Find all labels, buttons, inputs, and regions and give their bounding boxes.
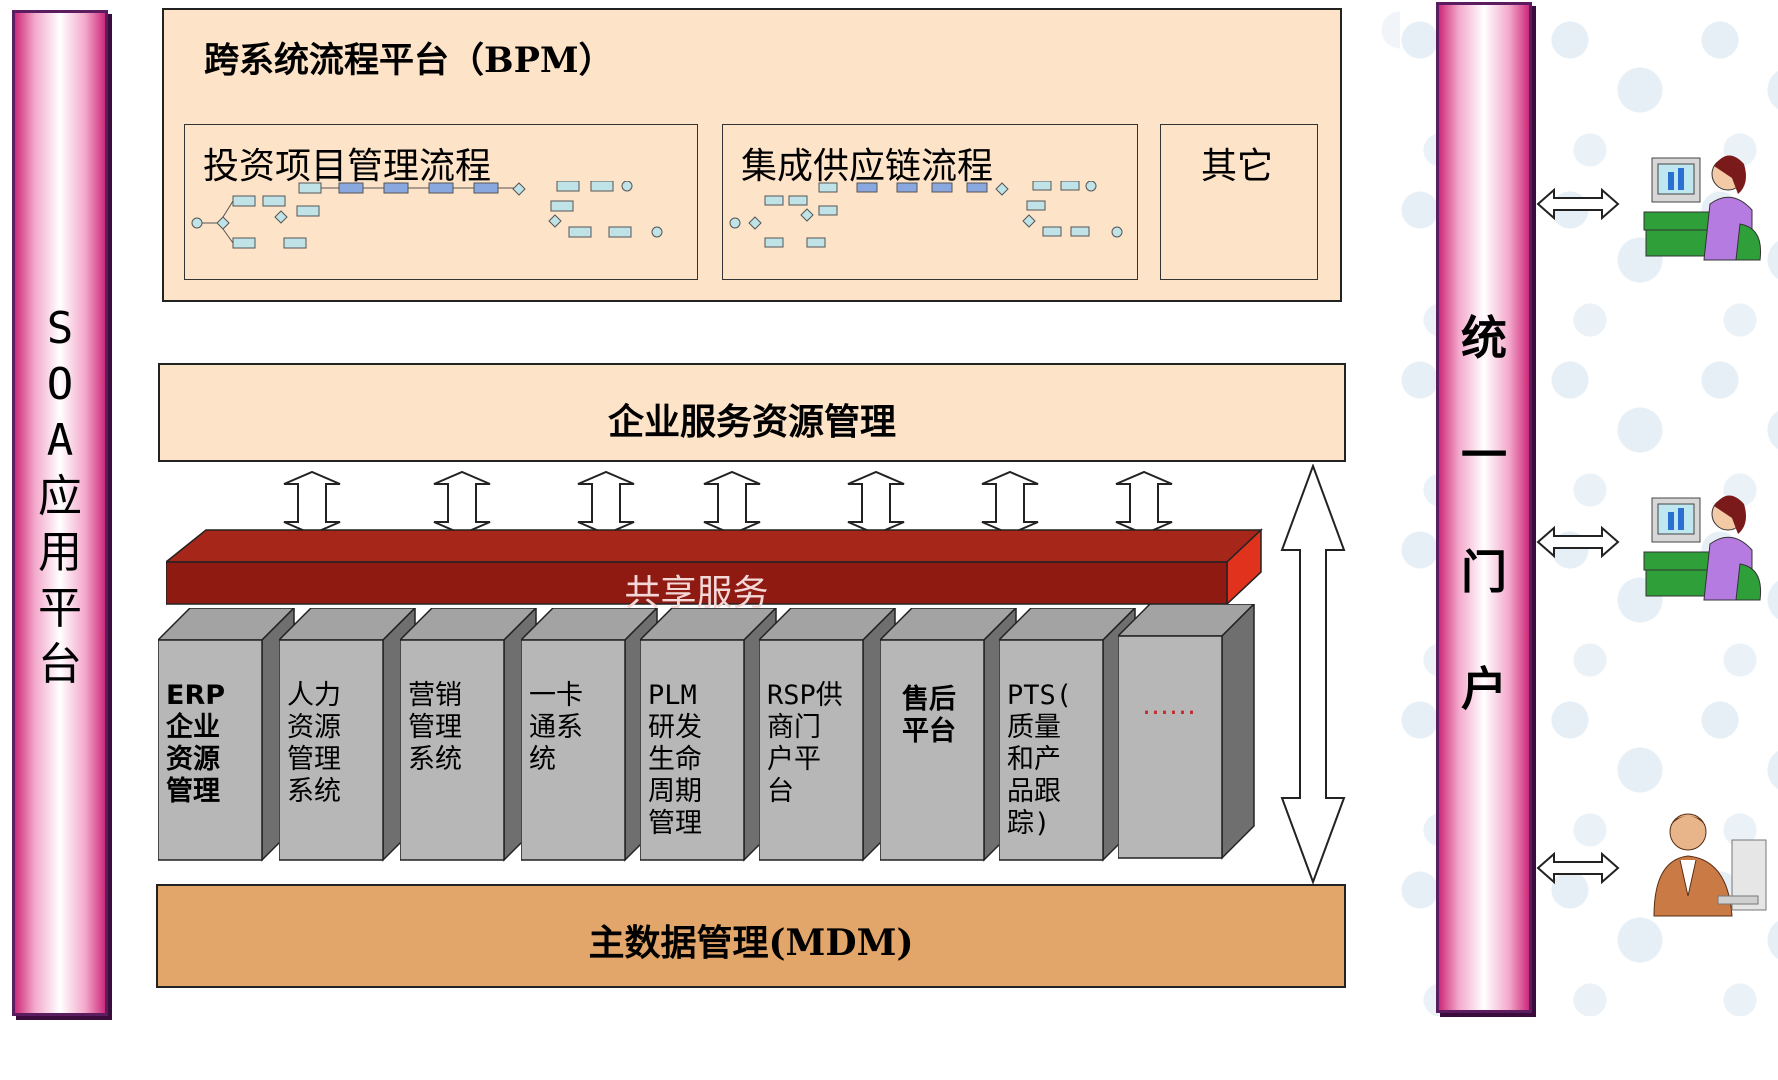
column-side-face xyxy=(1221,604,1255,860)
shared-services-bar xyxy=(166,528,1263,606)
mdm-title: 主数据管理(MDM) xyxy=(588,922,914,964)
user-connector-arrows xyxy=(1536,187,1620,885)
double-arrow-icon xyxy=(1115,471,1173,535)
process-flow-icon xyxy=(191,181,663,249)
subprocess-supply-chain-label: 集成供应链流程 xyxy=(741,146,994,187)
column-front-face xyxy=(279,639,384,861)
column-front-face xyxy=(521,639,626,861)
double-arrow-icon xyxy=(577,471,635,535)
user-male-icon xyxy=(1653,813,1767,917)
double-arrow-icon xyxy=(433,471,491,535)
user-female-icon xyxy=(1643,495,1762,601)
column-front-face xyxy=(640,639,745,861)
system-column: 营销 管理 系统 xyxy=(400,608,550,864)
enterprise-service-resource-box: 企业服务资源管理 xyxy=(158,363,1346,462)
soa-platform-bar: SOA应用平台 xyxy=(12,10,108,1016)
system-column-label: 营销 管理 系统 xyxy=(408,680,462,775)
soa-platform-label: SOA应用平台 xyxy=(37,303,82,690)
system-column-label: PLM 研发 生命 周期 管理 xyxy=(648,680,702,839)
system-column-label: PTS( 质量 和产 品跟 踪) xyxy=(1007,680,1073,839)
esrm-title: 企业服务资源管理 xyxy=(607,401,896,443)
double-arrow-icon xyxy=(1536,187,1620,221)
bpm-title: 跨系统流程平台（BPM） xyxy=(204,40,614,81)
system-column-label: 售后 平台 xyxy=(902,684,956,747)
double-arrow-icon xyxy=(847,471,905,535)
column-front-face xyxy=(759,639,864,861)
double-arrow-icon xyxy=(981,471,1039,535)
subprocess-investment: 投资项目管理流程 xyxy=(184,124,698,280)
system-column-label: 人力 资源 管理 系统 xyxy=(287,680,341,807)
vertical-double-arrow-icon xyxy=(1280,464,1346,884)
column-front-face xyxy=(1118,635,1223,859)
double-arrow-icon xyxy=(1536,525,1620,559)
system-column-label: ERP 企业 资源 管理 xyxy=(166,680,226,807)
master-data-management-box: 主数据管理(MDM) xyxy=(156,884,1346,988)
subprocess-other-label: 其它 xyxy=(1201,146,1274,187)
column-front-face xyxy=(880,639,985,861)
process-flow-icon xyxy=(729,181,1123,248)
subprocess-other: 其它 xyxy=(1160,124,1318,280)
shared-services-label: 共享服务 xyxy=(624,573,769,614)
double-arrow-icon xyxy=(703,471,761,535)
double-arrow-icon xyxy=(1536,851,1620,885)
bpm-platform-box: 跨系统流程平台（BPM） 投资项目管理流程 xyxy=(162,8,1342,302)
system-column-label: 一卡 通系 统 xyxy=(529,680,583,775)
system-column-label: RSP供 商门 户平 台 xyxy=(767,680,843,807)
unified-portal-bar: 统一门户 xyxy=(1436,2,1532,1013)
system-column: …… xyxy=(1118,604,1268,862)
double-arrow-icon xyxy=(283,471,341,535)
system-column-label: …… xyxy=(1142,690,1196,721)
column-front-face xyxy=(158,639,263,861)
unified-portal-label: 统一门户 xyxy=(1461,311,1507,716)
user-female-icon xyxy=(1643,155,1762,261)
column-front-face xyxy=(999,639,1104,861)
column-front-face xyxy=(400,639,505,861)
subprocess-supply-chain: 集成供应链流程 xyxy=(722,124,1138,280)
subprocess-investment-label: 投资项目管理流程 xyxy=(203,146,492,187)
system-column: RSP供 商门 户平 台 xyxy=(759,608,909,864)
